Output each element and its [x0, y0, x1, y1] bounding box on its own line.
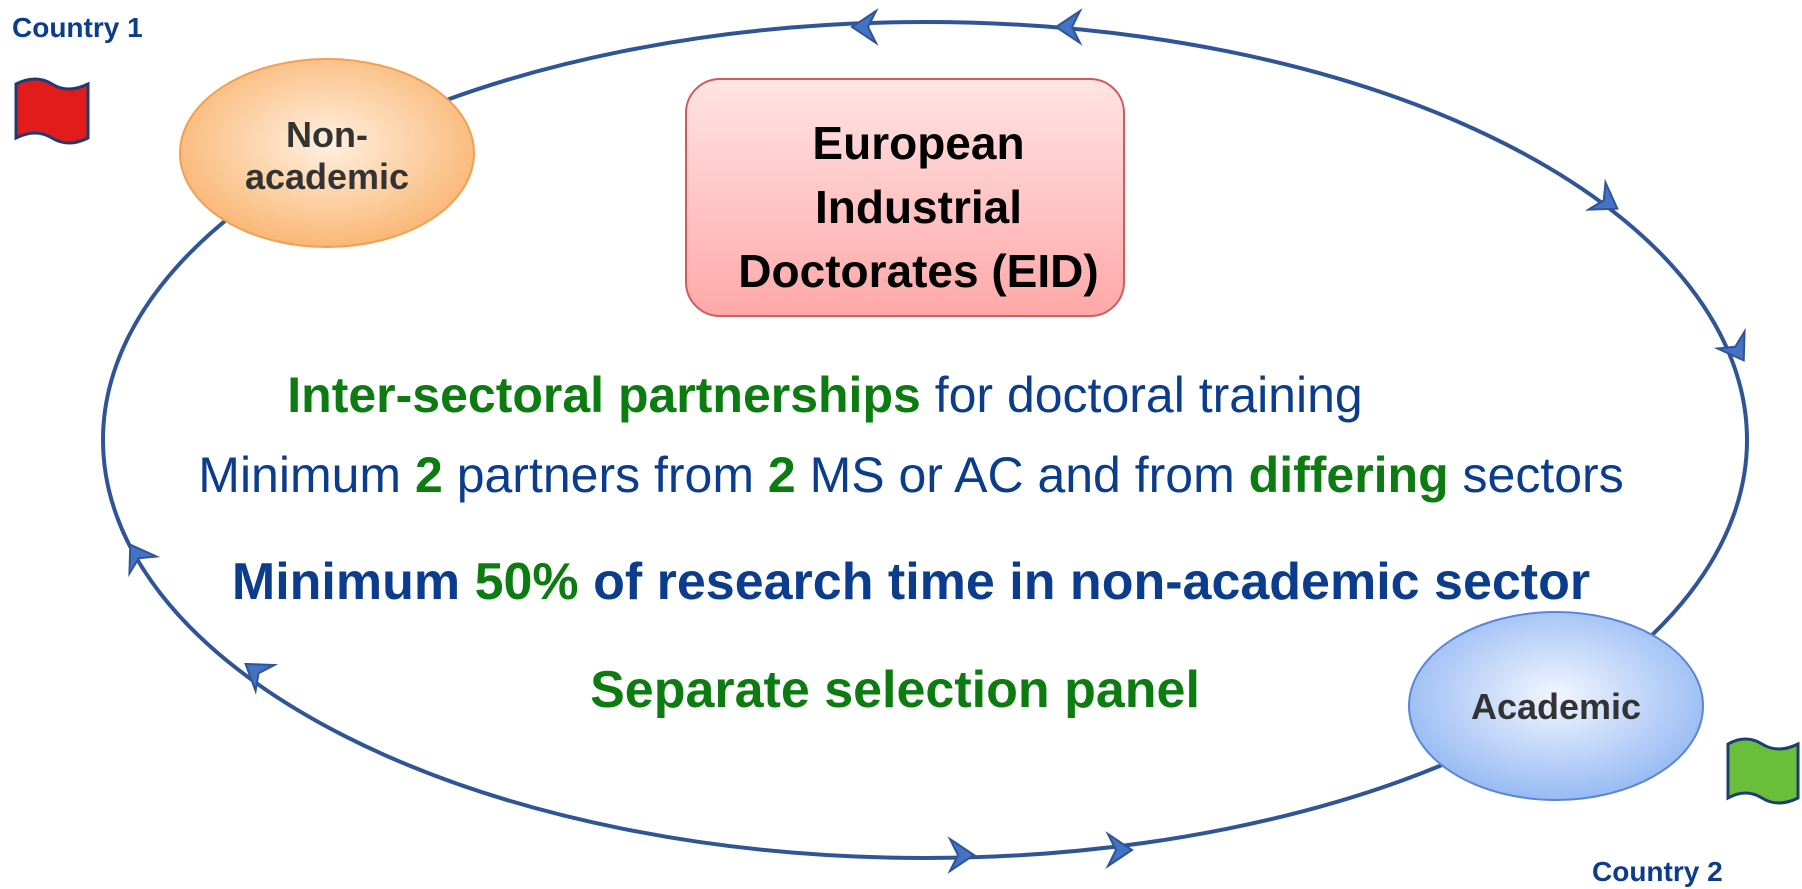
statement3-emphasis: 50%	[474, 553, 579, 611]
arrowhead-left-lower-icon	[244, 662, 279, 695]
arrowhead-bottom-right-icon	[1105, 831, 1134, 869]
arrowhead-right-icon	[1713, 327, 1746, 362]
non-academic-line2: academic	[244, 156, 410, 197]
country1-flag-icon	[14, 77, 90, 145]
eid-title-line1: European	[812, 117, 1025, 169]
non-academic-line1: Non-	[286, 114, 368, 155]
cycle-ellipse	[101, 20, 1749, 860]
arrowhead-top-right-icon	[1054, 8, 1083, 46]
arrowhead-top-left-icon	[850, 8, 879, 46]
statement2-part2: partners from	[442, 447, 768, 503]
country2-flag-icon	[1726, 737, 1800, 805]
arrowhead-bottom-left-icon	[947, 836, 976, 874]
statement3-part2: of research time in non-academic sector	[578, 553, 1591, 611]
statement2-number1: 2	[414, 447, 443, 503]
country1-label: Country 1	[12, 12, 143, 43]
eid-box	[685, 78, 1125, 317]
eid-title: European Industrial Doctorates (EID)	[686, 111, 1151, 303]
arrowhead-left-icon	[128, 543, 161, 578]
statement2-part3: MS or AC and from	[795, 447, 1249, 503]
statement-line2: Minimum 2 partners from 2 MS or AC and f…	[10, 446, 1802, 504]
country2-label: Country 2	[1592, 856, 1723, 887]
statement3-part1: Minimum	[231, 553, 475, 611]
statement1-emphasis: Inter-sectoral partnerships	[287, 367, 921, 423]
cycle-arrowheads	[128, 8, 1746, 874]
statement1-rest: for doctoral training	[920, 367, 1363, 423]
statement-line1: Inter-sectoral partnerships for doctoral…	[0, 366, 1726, 424]
statement-line3: Minimum 50% of research time in non-acad…	[10, 552, 1802, 612]
eid-title-line3: Doctorates (EID)	[738, 245, 1099, 297]
academic-node	[1408, 611, 1704, 801]
academic-label: Academic	[1470, 686, 1642, 727]
eid-title-line2: Industrial	[814, 181, 1023, 233]
statement2-part4: sectors	[1448, 447, 1624, 503]
non-academic-label: Non- academic	[207, 114, 447, 198]
statement-line4: Separate selection panel	[590, 661, 1200, 719]
statement2-emphasis: differing	[1248, 447, 1449, 503]
statement2-part1: Minimum	[198, 447, 415, 503]
arrowhead-right-upper-icon	[1584, 178, 1619, 211]
statement2-number2: 2	[767, 447, 796, 503]
non-academic-node	[179, 58, 475, 248]
